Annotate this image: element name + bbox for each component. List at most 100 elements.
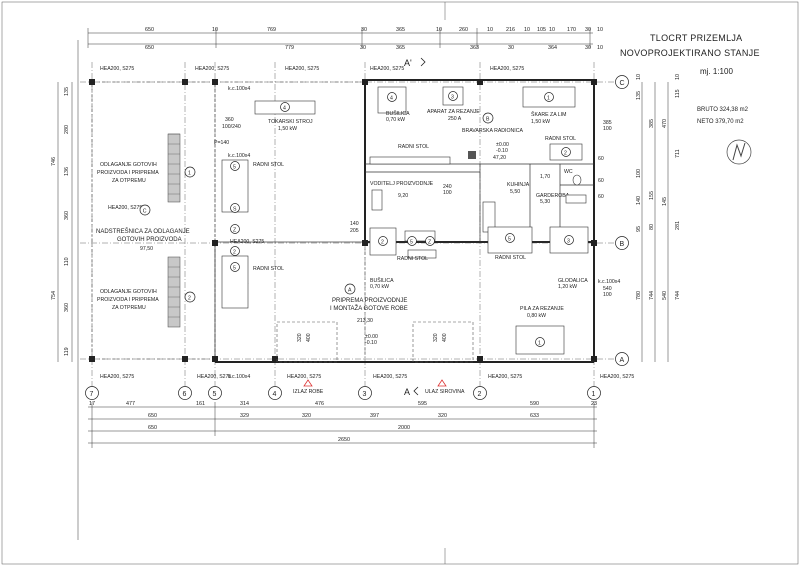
- dim-right-13: 540: [662, 291, 668, 300]
- window-code-6: 140: [350, 221, 359, 227]
- odlaganje-2-line-2: PROIZVODA I PRIPREMA: [97, 297, 159, 303]
- level-brav-2: -0.10: [496, 148, 508, 154]
- dim-bottom3-2: 2000: [398, 425, 410, 431]
- axis-col-5: 5: [213, 391, 217, 398]
- svg-text:5: 5: [508, 237, 511, 243]
- odlaganje-2-line-1: ODLAGANJE GOTOVIH: [100, 289, 157, 295]
- dim-top2-3: 30: [360, 45, 366, 51]
- dim-right-12: 744: [649, 291, 655, 300]
- svg-text:2: 2: [564, 151, 567, 157]
- pila-power: 0,80 kW: [527, 313, 546, 319]
- busilica-1-label: BUŠILICA: [386, 110, 410, 117]
- dim-right-8: 155: [649, 191, 655, 200]
- dim-bottom2-1: 650: [148, 413, 157, 419]
- canopy-outline: [91, 81, 216, 360]
- busilica-1-power: 0,70 kW: [386, 117, 405, 123]
- voditelj-area: 9,20: [398, 193, 408, 199]
- dim-bottom-2: 477: [126, 401, 135, 407]
- title-line-1: TLOCRT PRIZEMLJA: [650, 33, 742, 43]
- radni-stol-1: RADNI STOL: [253, 162, 284, 168]
- svg-text:2: 2: [233, 250, 236, 256]
- dim-top-10: 10: [524, 27, 530, 33]
- dim-bottom-6: 595: [418, 401, 427, 407]
- section-arrow-bottom-icon: [413, 386, 419, 396]
- window-code-12: 100: [603, 126, 612, 132]
- nadstresnica-line-1: NADSTREŠNICA ZA ODLAGANJE: [96, 228, 190, 235]
- work-tables-mid: 5 5 S Z 2: [221, 159, 249, 309]
- bruto-area: BRUTO 324,38 m2: [697, 107, 749, 113]
- dim-right-11: 780: [636, 291, 642, 300]
- hea-label-top-5: HEA200, S275: [490, 66, 524, 72]
- hea-label-top-1: HEA200, S275: [100, 66, 134, 72]
- svg-text:Z: Z: [233, 228, 236, 234]
- svg-text:4: 4: [283, 106, 286, 112]
- section-arrow-top-icon: [420, 57, 426, 67]
- odlaganje-1-line-3: ZA OTPREMU: [112, 178, 146, 184]
- dim-top2-2: 779: [285, 45, 294, 51]
- window-code-5: 100: [443, 190, 452, 196]
- window-code-10: 60: [598, 194, 604, 200]
- radni-stol-4-outline: [369, 156, 451, 165]
- dim-left-7: 119: [64, 347, 70, 356]
- axis-col-7: 7: [90, 391, 94, 398]
- hea-label-top-3: HEA200, S275: [285, 66, 319, 72]
- busilica-2-power: 0,70 kW: [370, 284, 389, 290]
- gate-code-2: 400: [306, 333, 312, 342]
- storage-racks: [167, 133, 181, 328]
- dim-bottom3-1: 650: [148, 425, 157, 431]
- dim-right-5: 100: [636, 169, 642, 178]
- desk-2: [404, 230, 436, 242]
- bravarska-area: 47,20: [493, 155, 506, 161]
- dim-right-4: 470: [662, 119, 668, 128]
- radni-stol-2: RADNI STOL: [253, 266, 284, 272]
- gate-code-1: 320: [297, 333, 303, 342]
- tokarski-power: 1,50 kW: [278, 126, 297, 132]
- dim-right-6: 140: [636, 196, 642, 205]
- dim-top2-5: 363: [470, 45, 479, 51]
- svg-text:5: 5: [410, 240, 413, 246]
- dim-top-2: 769: [267, 27, 276, 33]
- axis-row-a: A: [620, 357, 625, 364]
- tokarski-label: TOKARSKI STROJ: [268, 119, 313, 125]
- svg-text:5: 5: [233, 165, 236, 171]
- svg-text:1: 1: [547, 96, 550, 102]
- dim-top-6: 10: [436, 27, 442, 33]
- dim-bottom-8: 23: [591, 401, 597, 407]
- dim-left-total-1: 746: [51, 157, 57, 166]
- gate-outline-right: [412, 321, 474, 363]
- priprema-line-2: I MONTAŽA GOTOVE ROBE: [330, 304, 408, 312]
- skare-power: 1,50 kW: [531, 119, 550, 125]
- hea-label-bottom-5: HEA200, S275: [488, 374, 522, 380]
- dim-left-5: 110: [64, 257, 70, 266]
- dim-top-13: 170: [567, 27, 576, 33]
- dim-right2-1: 10: [675, 74, 681, 80]
- scale-label: mj. 1:100: [700, 67, 733, 76]
- priprema-line-1: PRIPREMA PROIZVODNJE: [332, 298, 407, 304]
- svg-text:S: S: [233, 207, 237, 213]
- kuhinja-area: 5,50: [510, 189, 520, 195]
- aparat-power: 250 A: [448, 116, 462, 122]
- left-dimension-chain: 135 280 136 360 110 360 119 746 754: [51, 82, 73, 362]
- nadstresnica-area: 97,50: [140, 246, 153, 252]
- glodalica-power: 1,20 kW: [558, 284, 577, 290]
- garderoba-area: 5,30: [540, 199, 550, 205]
- glodalica-label: GLODALICA: [558, 278, 588, 284]
- dim-top-14: 30: [585, 27, 591, 33]
- dim-right-7: 95: [636, 226, 642, 232]
- gate-outline-left: [276, 321, 338, 363]
- svg-text:A: A: [348, 288, 352, 294]
- dim-bottom-3: 161: [196, 401, 205, 407]
- odlaganje-1-line-1: ODLAGANJE GOTOVIH: [100, 162, 157, 168]
- dim-top-11: 105: [537, 27, 546, 33]
- hea-label-bottom-1: HEA200, S275: [100, 374, 134, 380]
- dim-top-4: 30: [361, 27, 367, 33]
- dim-top-8: 10: [487, 27, 493, 33]
- bravarska-label: BRAVARSKA RADIONICA: [462, 128, 523, 134]
- hea-label-bottom-6: HEA200, S275: [600, 374, 634, 380]
- column-bubbles: 7 6 5 4 3 2 1: [85, 386, 601, 400]
- dim-top-9: 216: [506, 27, 515, 33]
- hea-label-bottom-3: HEA200, S275: [287, 374, 321, 380]
- sink-icon: [565, 194, 587, 204]
